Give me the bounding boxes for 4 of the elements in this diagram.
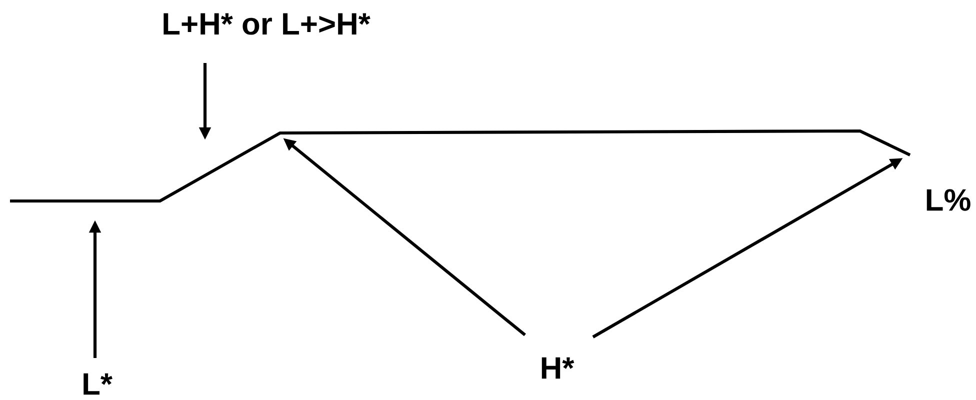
tone-label: H*: [542, 357, 574, 379]
tone-label: L*: [84, 373, 112, 395]
tone-label: L+H* or L+>H*: [164, 13, 370, 35]
tone-label: L%: [926, 189, 970, 211]
